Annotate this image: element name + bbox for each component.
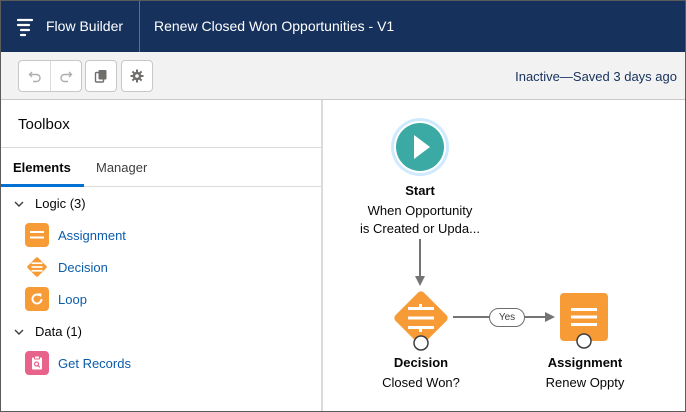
start-node-title: Start [405, 183, 435, 198]
tabs-divider [1, 186, 321, 187]
undo-icon [28, 71, 41, 83]
play-icon [391, 118, 449, 176]
assignment-node-title: Assignment [547, 355, 623, 370]
decision-node[interactable] [387, 284, 455, 352]
app-brand[interactable]: Flow Builder [1, 1, 140, 52]
chevron-down-icon [14, 201, 24, 207]
undo-redo-group [18, 60, 82, 92]
element-get-records-label: Get Records [58, 355, 131, 371]
element-decision-label: Decision [58, 259, 108, 275]
start-node-line2: is Created or Upda... [360, 221, 480, 236]
tab-manager[interactable]: Manager [96, 160, 148, 175]
gear-icon [130, 69, 144, 83]
save-status: Inactive—Saved 3 days ago [515, 69, 677, 84]
assignment-icon [25, 223, 49, 247]
start-node[interactable] [390, 117, 450, 177]
copy-icon [94, 70, 107, 83]
app-header: Flow Builder Renew Closed Won Opportunit… [1, 1, 685, 52]
element-get-records[interactable]: Get Records [25, 351, 131, 375]
section-logic-label: Logic (3) [35, 196, 86, 211]
decision-node-subtitle: Closed Won? [382, 375, 460, 390]
section-data[interactable]: Data (1) [13, 324, 82, 339]
header-divider [139, 1, 140, 52]
tab-elements[interactable]: Elements [13, 160, 71, 175]
element-assignment[interactable]: Assignment [25, 223, 126, 247]
decision-node-title: Decision [393, 355, 449, 370]
section-logic[interactable]: Logic (3) [13, 196, 86, 211]
yes-outcome-label[interactable]: Yes [489, 308, 525, 327]
active-tab-indicator [1, 184, 84, 187]
toolbox-divider [1, 147, 321, 148]
decision-icon [25, 255, 49, 279]
element-assignment-label: Assignment [58, 227, 126, 243]
element-loop[interactable]: Loop [25, 287, 87, 311]
flow-title: Renew Closed Won Opportunities - V1 [154, 18, 395, 34]
decision-icon [394, 291, 448, 351]
get-records-icon [25, 351, 49, 375]
app-name: Flow Builder [46, 18, 124, 34]
loop-icon [25, 287, 49, 311]
chevron-down-icon [14, 329, 24, 335]
element-loop-label: Loop [58, 291, 87, 307]
start-node-line1: When Opportunity [367, 203, 473, 218]
assignment-node-subtitle: Renew Oppty [545, 375, 625, 390]
flow-canvas[interactable] [323, 100, 685, 411]
toolbox-title: Toolbox [18, 116, 70, 133]
redo-button[interactable] [50, 61, 81, 91]
assignment-node[interactable] [559, 293, 611, 353]
assignment-icon [560, 293, 608, 349]
redo-icon [60, 71, 73, 83]
toolbar: Inactive—Saved 3 days ago [1, 52, 685, 100]
settings-button[interactable] [121, 60, 153, 92]
element-decision[interactable]: Decision [25, 255, 108, 279]
flow-builder-logo-icon [16, 18, 34, 37]
toolbox-panel: Toolbox Elements Manager Logic (3) Assig… [1, 100, 323, 411]
undo-button[interactable] [19, 61, 50, 91]
copy-button[interactable] [85, 60, 117, 92]
section-data-label: Data (1) [35, 324, 82, 339]
